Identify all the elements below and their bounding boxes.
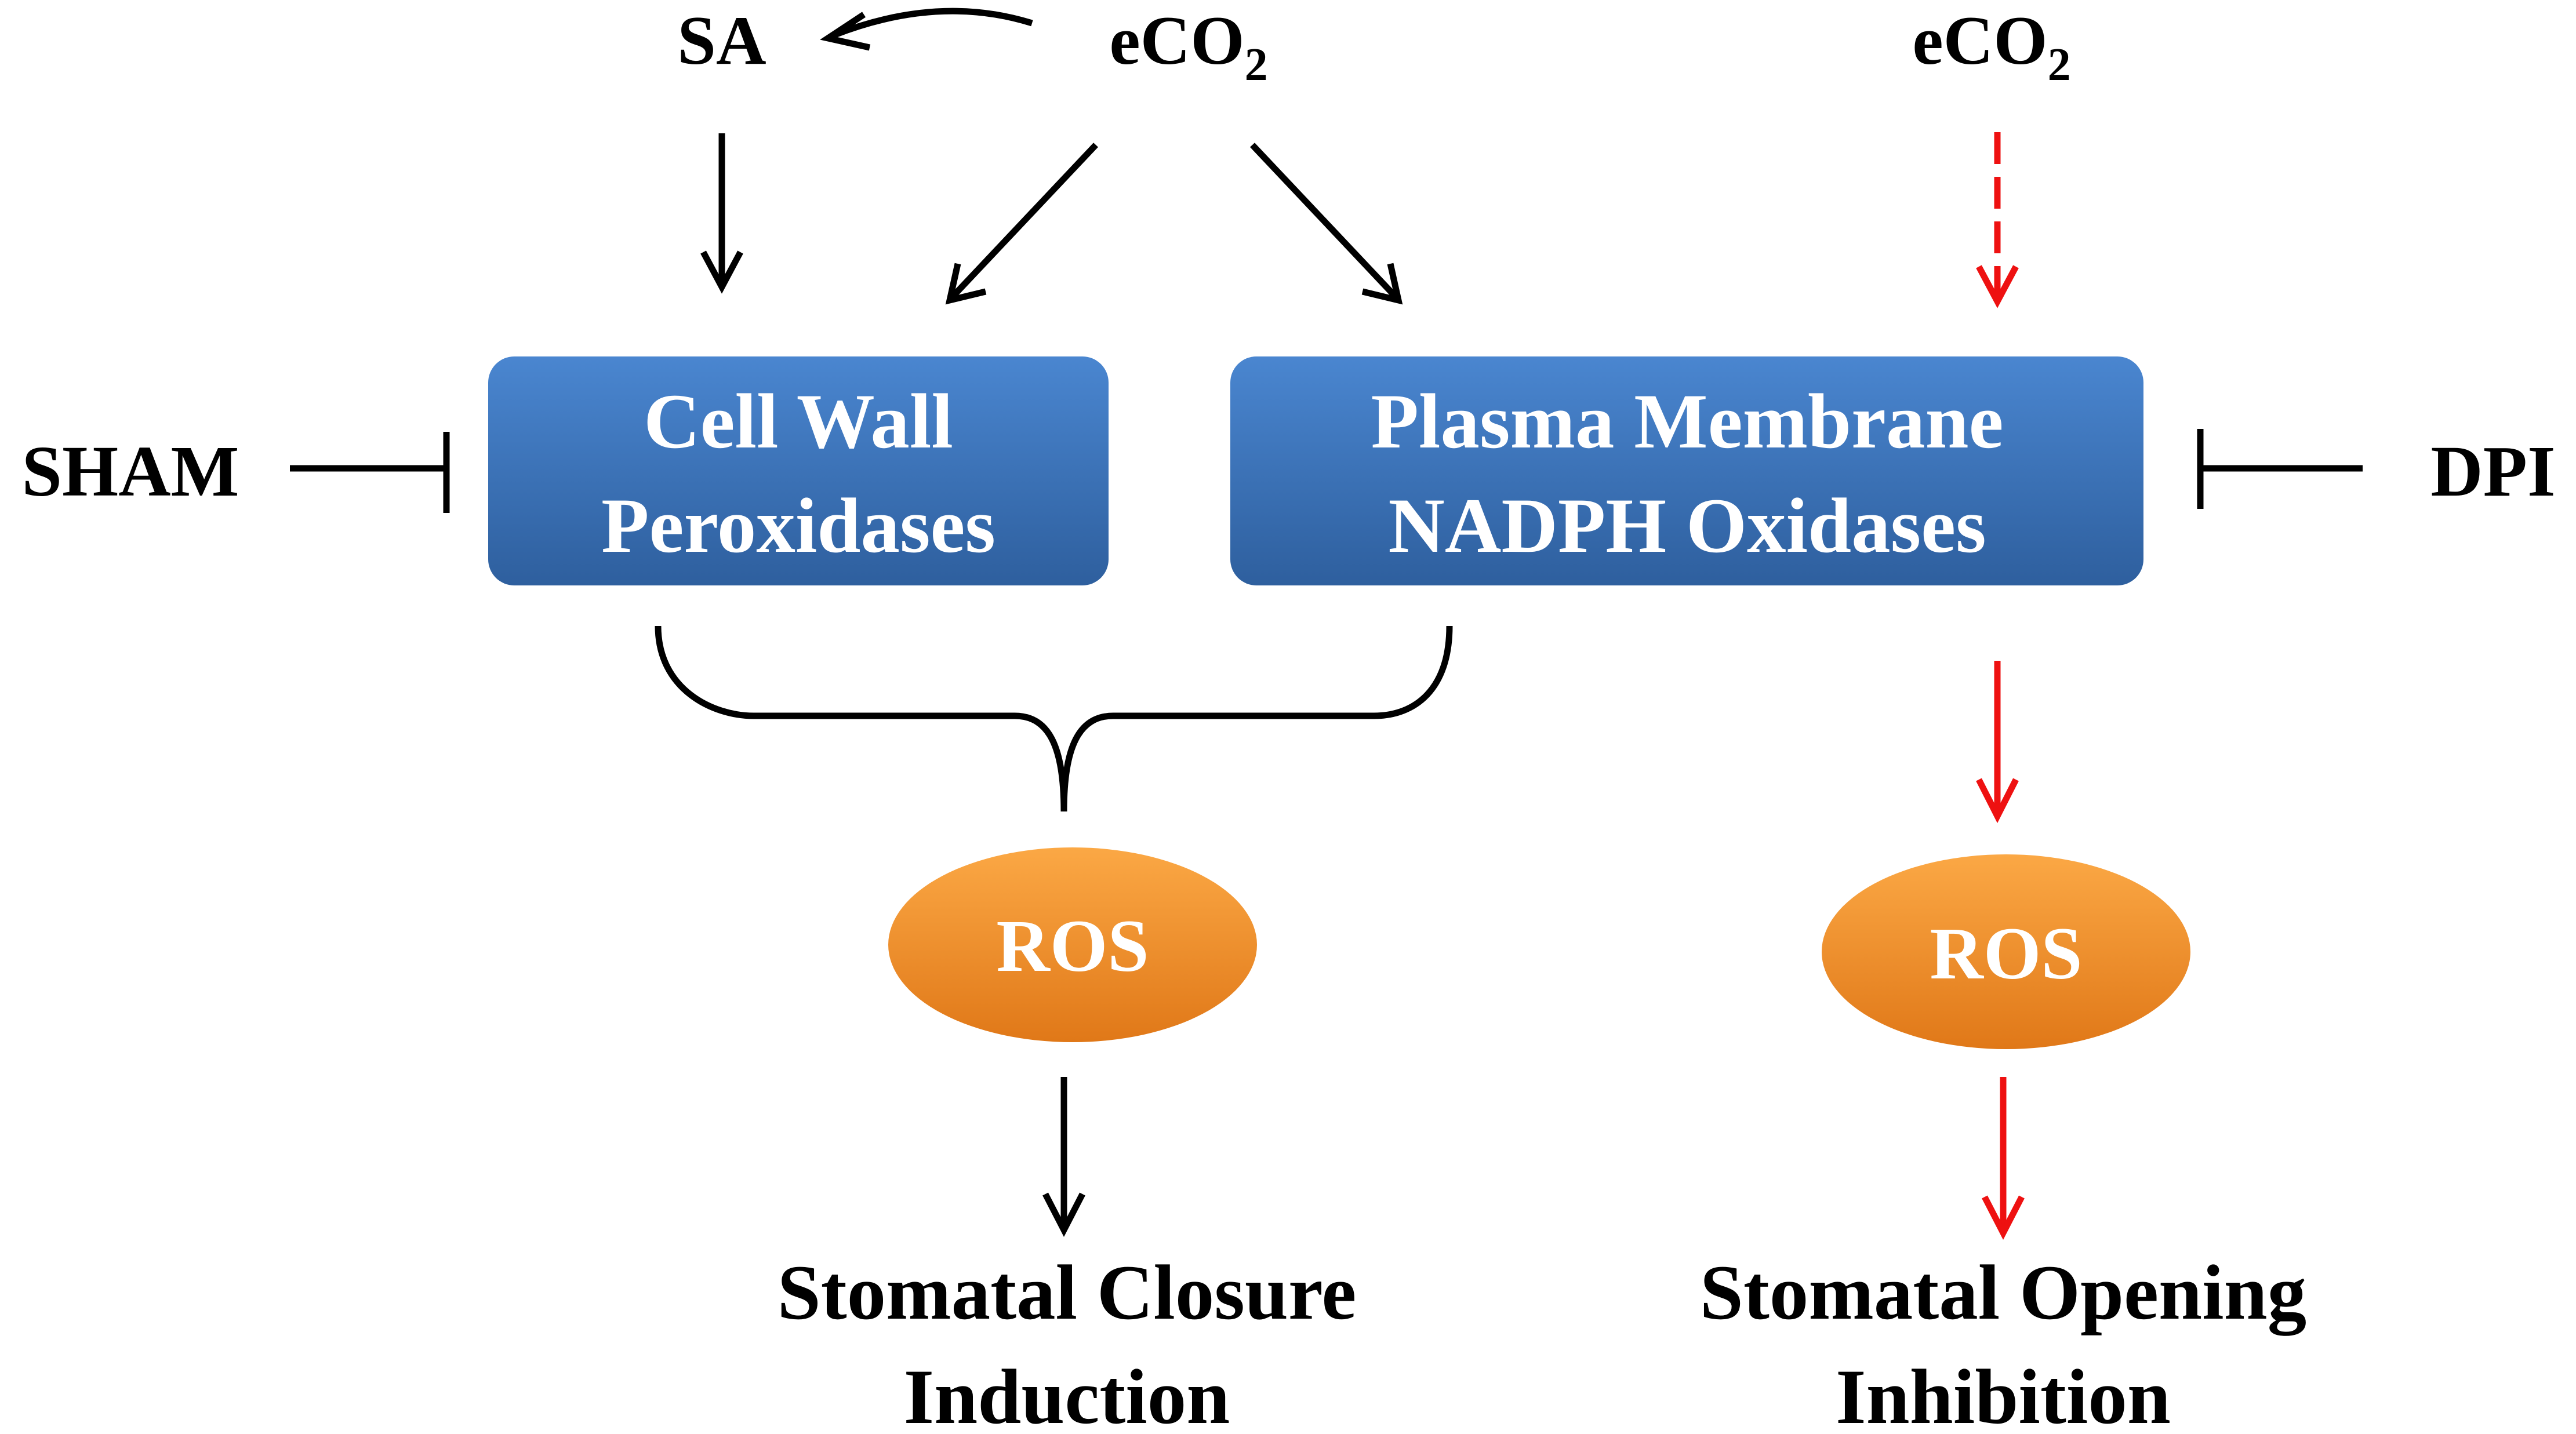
eco2-to-cell-wall-arrow (945, 143, 1099, 305)
closure-line1: Stomatal Closure (777, 1250, 1357, 1336)
opening-line1: Stomatal Opening (1700, 1250, 2306, 1336)
ros-to-opening-red-arrow (1982, 1077, 2025, 1240)
closure-line2: Induction (904, 1354, 1230, 1434)
plasma-membrane-line2: NADPH Oxidases (1388, 483, 1986, 569)
eco2-right-base: eCO (1912, 2, 2047, 79)
cell-wall-peroxidases-box: Cell Wall Peroxidases (488, 356, 1109, 585)
eco2-right-subscript: 2 (2048, 39, 2071, 90)
sa-label: SA (677, 2, 766, 79)
cell-wall-line1: Cell Wall (644, 378, 953, 465)
dpi-inhibition-bar (2197, 429, 2363, 509)
convergence-brace (655, 625, 1453, 812)
ros-left-ellipse: ROS (888, 847, 1257, 1042)
plasma-membrane-nadph-oxidases-box: Plasma Membrane NADPH Oxidases (1230, 356, 2143, 585)
dpi-label: DPI (2430, 432, 2555, 512)
eco2-to-plasma-membrane-arrow (1249, 143, 1403, 305)
eco2-left-subscript: 2 (1245, 39, 1268, 90)
eco2-left-label: eCO2 (1109, 2, 1267, 90)
opening-line2: Inhibition (1836, 1354, 2171, 1434)
ros-left-label: ROS (996, 905, 1149, 987)
cell-wall-line2: Peroxidases (601, 483, 995, 569)
sa-to-cell-wall-arrow (700, 133, 743, 294)
ros-right-ellipse: ROS (1822, 854, 2190, 1049)
sham-inhibition-bar (290, 432, 450, 513)
ros-right-label: ROS (1930, 912, 2082, 995)
plasma-to-ros-red-arrow (1976, 661, 2019, 824)
plasma-membrane-line1: Plasma Membrane (1371, 378, 2003, 465)
eco2-left-base: eCO (1109, 2, 1244, 79)
eco2-to-sa-arrow (820, 8, 1033, 51)
ros-to-closure-arrow (1042, 1077, 1085, 1237)
eco2-right-label: eCO2 (1912, 2, 2070, 90)
eco2-right-dashed-red-arrow (1976, 132, 2019, 308)
sham-label: SHAM (22, 432, 239, 512)
